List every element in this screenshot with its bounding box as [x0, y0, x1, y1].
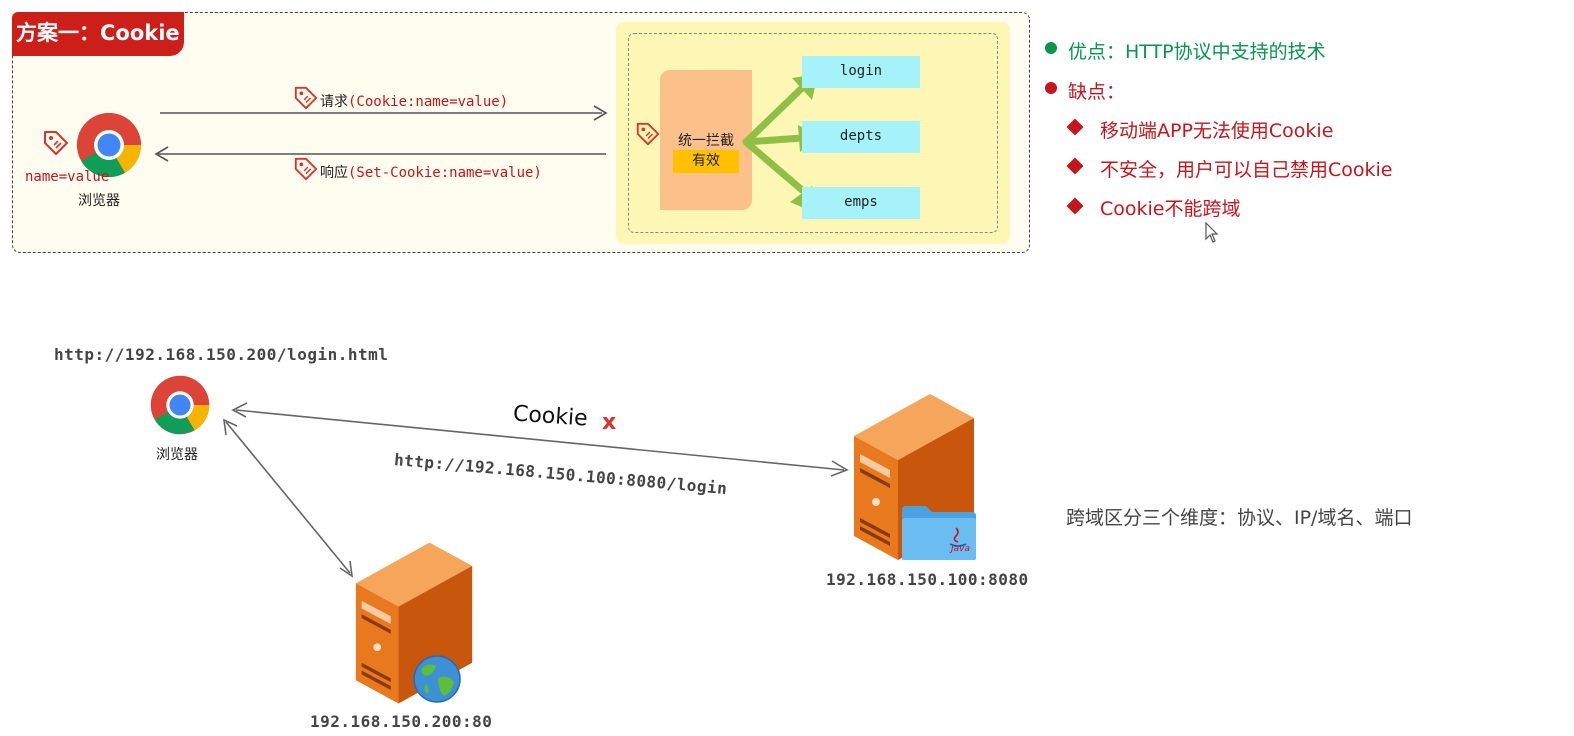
browser-label-bottom: 浏览器 — [156, 447, 198, 463]
endpoint-emps: emps — [802, 187, 920, 219]
cookie-label: Cookie — [512, 401, 589, 432]
response-tag-icon — [294, 157, 318, 181]
globe-icon — [413, 655, 461, 703]
browser-url: http://192.168.150.200/login.html — [54, 345, 389, 364]
server-java-address: 192.168.150.100:8080 — [826, 570, 1029, 589]
browser-label: 浏览器 — [78, 193, 120, 209]
java-badge: Java — [951, 544, 971, 554]
cons-item-3: Cookie不能跨域 — [1100, 198, 1241, 220]
cursor-icon — [1205, 222, 1219, 243]
cons-label: 缺点： — [1068, 81, 1126, 103]
cons-item-2: 不安全，用户可以自己禁用Cookie — [1100, 159, 1393, 181]
endpoint-login: login — [802, 56, 920, 88]
response-code: (Set-Cookie:name=value) — [348, 165, 542, 181]
diamond-icon — [1066, 118, 1084, 136]
diamond-icon — [1066, 197, 1084, 215]
scheme-title: 方案一：Cookie — [12, 12, 184, 56]
chrome-icon — [150, 375, 210, 435]
cons-dot-icon — [1045, 82, 1057, 94]
response-label: 响应 — [320, 165, 348, 181]
cross-domain-note: 跨域区分三个维度：协议、IP/域名、端口 — [1066, 507, 1413, 529]
response-text: 响应(Set-Cookie:name=value) — [320, 162, 542, 182]
interceptor-box — [660, 70, 752, 210]
connection-lines — [223, 402, 849, 578]
interceptor-label: 统一拦截 — [678, 133, 734, 149]
request-response-arrows — [154, 105, 608, 162]
diamond-icon — [1066, 157, 1084, 175]
endpoint-depts: depts — [802, 121, 920, 153]
request-tag-icon — [294, 86, 318, 110]
request-text: 请求(Cookie:name=value) — [320, 91, 508, 111]
request-code: (Cookie:name=value) — [348, 94, 509, 110]
server-area-dashed — [628, 33, 998, 233]
chrome-icon — [77, 113, 141, 177]
request-label: 请求 — [320, 94, 348, 110]
server-web-address: 192.168.150.200:80 — [310, 712, 493, 731]
interceptor-tag-icon — [636, 122, 660, 146]
tag-icon — [44, 131, 68, 155]
java-folder-icon — [902, 506, 976, 560]
browser-cookie-value: name=value — [25, 169, 110, 185]
interceptor-badge: 有效 — [673, 150, 739, 173]
cons-item-1: 移动端APP无法使用Cookie — [1100, 120, 1334, 142]
pros-label: 优点：HTTP协议中支持的技术 — [1068, 41, 1326, 63]
pros-dot-icon — [1045, 42, 1057, 54]
cookie-blocked-mark: x — [602, 410, 617, 435]
